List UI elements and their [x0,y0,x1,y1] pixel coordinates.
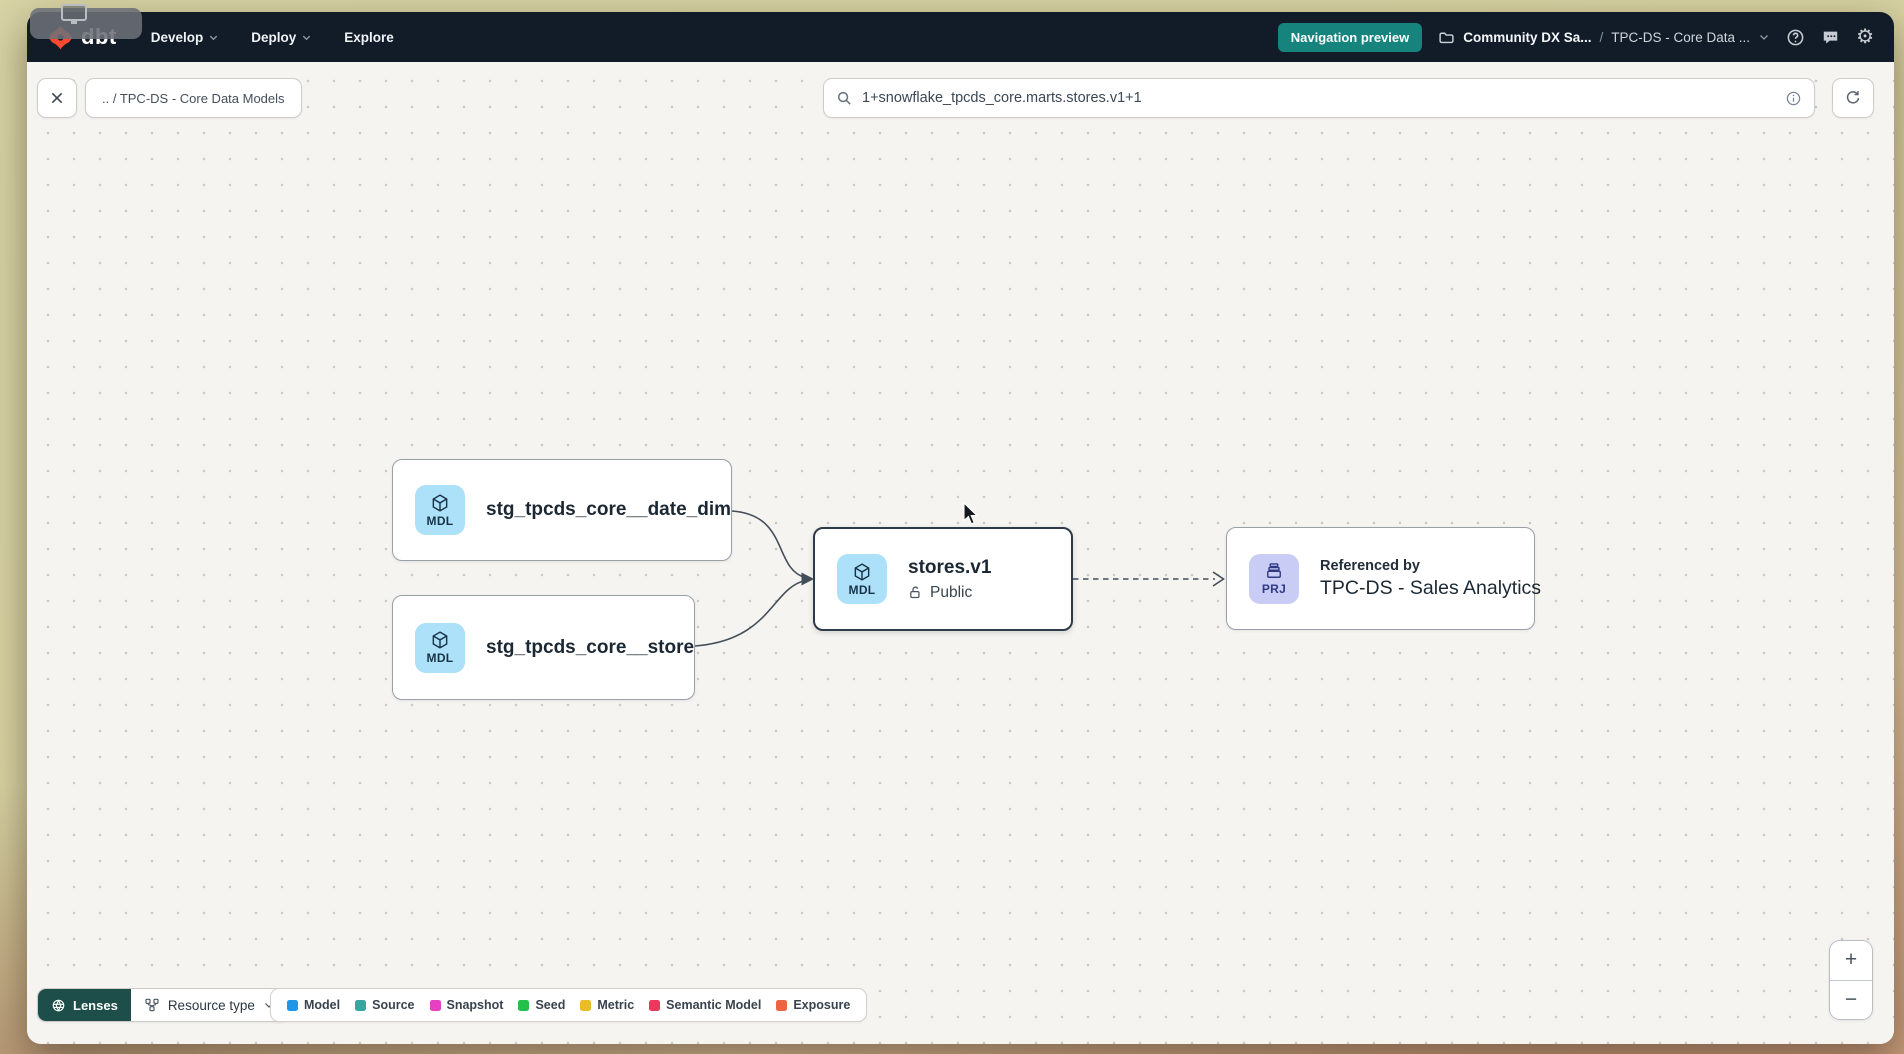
folder-icon [1439,32,1454,43]
lineage-breadcrumb-chip[interactable]: .. / TPC-DS - Core Data Models [85,78,302,118]
legend-item-seed: Seed [518,998,565,1012]
node-label: stg_tpcds_core__date_dim [486,499,731,520]
breadcrumb-project[interactable]: Community DX Sa... [1463,29,1592,45]
legend-swatch [580,999,592,1011]
legend-swatch [776,999,788,1011]
chevron-down-icon [303,35,311,40]
refresh-button[interactable] [1832,78,1874,118]
zoom-divider [1830,979,1872,981]
access-row: Public [908,584,991,602]
gear-icon[interactable]: ⚙ [1856,26,1874,48]
node-referenced-by-project[interactable]: PRJ Referenced by TPC-DS - Sales Analyti… [1226,527,1541,630]
node-stg-tpcds-core-date-dim[interactable]: MDL stg_tpcds_core__date_dim [392,459,732,561]
nav-menu-deploy[interactable]: Deploy [251,30,312,45]
resource-type-label: Resource type [167,997,255,1013]
node-kicker: Referenced by [1320,557,1420,574]
legend-item-model: Model [287,998,340,1012]
node-label: TPC-DS - Sales Analytics [1320,576,1542,599]
legend-swatch [287,999,298,1011]
info-icon[interactable] [1785,90,1802,107]
legend-item-snapshot: Snapshot [429,998,503,1012]
legend-swatch [355,999,367,1011]
legend-swatch [649,999,661,1011]
unlock-icon [910,586,920,599]
legend-item-source: Source [355,998,415,1012]
model-badge: MDL [415,622,465,673]
badge-label: MDL [426,513,454,528]
zoom-in-button[interactable]: + [1830,941,1872,980]
badge-label: MDL [426,651,454,665]
cube-icon [432,631,448,649]
navigation-preview-button[interactable]: Navigation preview [1277,22,1423,52]
legend-item-semantic-model: Semantic Model [649,998,761,1012]
lenses-label: Lenses [73,997,118,1013]
lens-icon [52,999,65,1011]
recording-indicator [30,4,142,39]
close-icon [51,92,63,104]
chevron-down-icon[interactable] [1758,31,1770,43]
lineage-canvas[interactable]: .. / TPC-DS - Core Data Models MDL stg_t… [27,62,1894,1044]
zoom-out-button[interactable]: − [1830,980,1872,1019]
mouse-cursor [963,503,979,525]
legend-item-exposure: Exposure [776,998,850,1012]
access-label: Public [930,583,973,601]
help-icon[interactable] [1786,28,1805,47]
node-stores-v1[interactable]: MDL stores.v1 Public [813,527,1073,631]
close-lineage-button[interactable] [37,78,77,118]
badge-label: PRJ [1261,582,1287,596]
node-label: stores.v1 [908,556,992,578]
zoom-controls: + − [1829,940,1873,1020]
resource-type-legend: Model Source Snapshot Seed Metric Semant… [270,988,868,1022]
lineage-search [823,78,1815,118]
chevron-down-icon [210,35,218,40]
top-navbar: dbt Develop Deploy Explore Navigation pr… [27,12,1894,62]
legend-item-metric: Metric [580,998,634,1012]
refresh-icon [1846,91,1860,104]
archive-stack-icon [1267,563,1281,578]
legend-swatch [429,999,441,1011]
node-label: stg_tpcds_core__store [486,636,695,658]
cube-icon [432,493,448,512]
cube-icon [854,562,870,581]
nodes-graph-icon [145,998,159,1012]
model-badge: MDL [837,554,887,604]
breadcrumb-current[interactable]: TPC-DS - Core Data ... [1611,29,1751,45]
project-breadcrumb[interactable]: Community DX Sa... / TPC-DS - Core Data … [1438,29,1770,46]
search-icon [836,90,853,107]
project-badge: PRJ [1249,553,1299,604]
badge-label: MDL [848,582,876,597]
nav-menu-develop[interactable]: Develop [151,30,220,45]
app-window: dbt Develop Deploy Explore Navigation pr… [27,12,1894,1044]
search-input[interactable] [862,90,1776,106]
monitor-icon [61,4,87,24]
resource-type-dropdown[interactable]: Resource type [131,989,288,1021]
feedback-icon[interactable] [1821,28,1840,47]
nav-menu-explore[interactable]: Explore [344,29,394,45]
breadcrumb-separator: / [1599,29,1604,45]
node-stg-tpcds-core-store[interactable]: MDL stg_tpcds_core__store [392,595,695,700]
navbar-right: Navigation preview Community DX Sa... / … [1277,22,1874,52]
lenses-button[interactable]: Lenses [38,989,131,1021]
lenses-control-group: Lenses Resource type [37,988,289,1022]
model-badge: MDL [415,485,465,535]
legend-swatch [518,999,530,1011]
